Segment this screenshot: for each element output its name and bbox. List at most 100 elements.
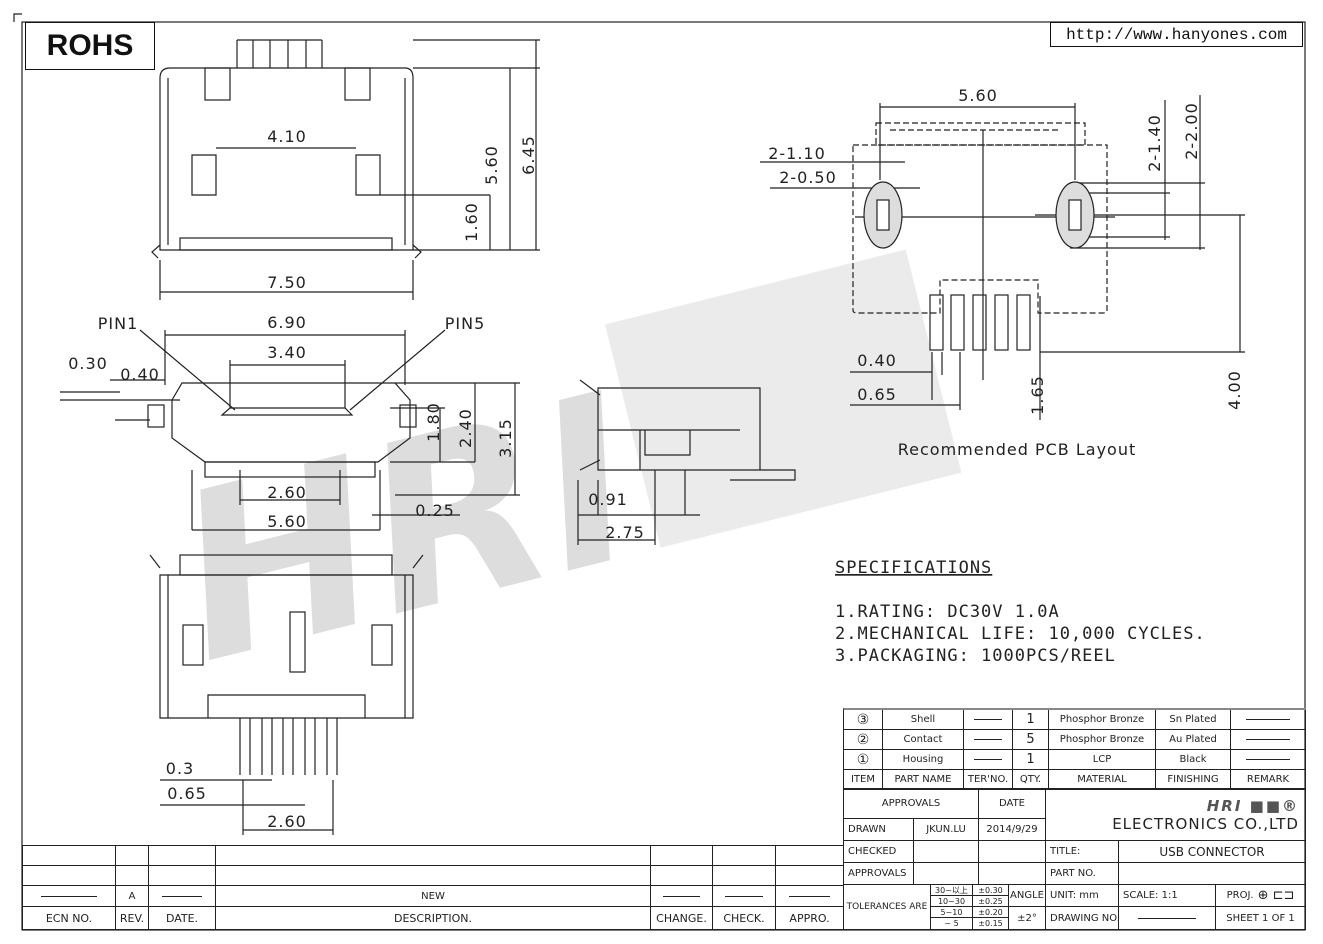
rev-header: CHECK. <box>713 907 776 930</box>
tolerance-value: ±0.20 <box>973 907 1009 918</box>
bom-material: Phosphor Bronze <box>1049 710 1156 730</box>
bom-qty: 1 <box>1013 710 1049 730</box>
date-header: DATE <box>979 789 1046 819</box>
watermark: HRI <box>153 249 962 715</box>
title-label: TITLE: <box>1046 841 1119 863</box>
approvals-label: APPROVALS <box>844 863 914 885</box>
dim-label: 2.60 <box>267 812 307 831</box>
bom-header: PART NAME <box>883 770 964 790</box>
bom-header: ITEM <box>844 770 883 790</box>
bom-part-name: Contact <box>883 730 964 750</box>
bom-header: TER'NO. <box>964 770 1013 790</box>
dim-label: 0.65 <box>167 784 207 803</box>
empty-cell <box>651 866 713 886</box>
top-view <box>151 39 540 300</box>
bom-remark <box>1231 710 1306 730</box>
dim-label: 0.25 <box>415 501 455 520</box>
dim-label: 2-1.10 <box>768 144 826 163</box>
pcb-layout <box>760 95 1245 420</box>
approvals-header: APPROVALS <box>844 789 979 819</box>
empty-cell <box>216 866 651 886</box>
pin1-label: PIN1 <box>98 314 139 333</box>
projection-symbol-icon: ⊕ ⊏⊐ <box>1257 888 1295 903</box>
tolerance-range: ~ 5 <box>931 918 973 930</box>
dim-label: 2-0.50 <box>779 168 837 187</box>
bom-header: FINISHING <box>1156 770 1231 790</box>
part-no-value <box>1119 863 1306 885</box>
tolerance-range: 5~10 <box>931 907 973 918</box>
checked-date <box>979 841 1046 863</box>
bom-item: ① <box>844 750 883 770</box>
approved-date <box>979 863 1046 885</box>
bom-ter-no <box>964 750 1013 770</box>
drawing-frame <box>13 13 1306 931</box>
bom-ter-no <box>964 730 1013 750</box>
part-no-label: PART NO. <box>1046 863 1119 885</box>
dim-label: 3.40 <box>267 343 307 362</box>
rev-header: DATE. <box>149 907 216 930</box>
drawing-no-label: DRAWING NO. <box>1046 907 1119 930</box>
bom-finishing: Sn Plated <box>1156 710 1231 730</box>
website-url: http://www.hanyones.com <box>1050 22 1303 47</box>
rev-date <box>149 886 216 907</box>
rev-header: APPRO. <box>776 907 844 930</box>
dim-label: 2.60 <box>267 483 307 502</box>
drawn-by: JKUN.LU <box>914 819 979 841</box>
specifications-title: SPECIFICATIONS <box>835 558 992 578</box>
empty-cell <box>149 846 216 866</box>
empty-cell <box>116 846 149 866</box>
bom-item: ② <box>844 730 883 750</box>
bom-finishing: Black <box>1156 750 1231 770</box>
bom-item: ③ <box>844 710 883 730</box>
side-view <box>577 379 796 545</box>
spec-item: 3.PACKAGING: 1000PCS/REEL <box>835 646 1116 666</box>
empty-cell <box>116 866 149 886</box>
dim-label: 0.3 <box>166 759 194 778</box>
projection: PROJ. ⊕ ⊏⊐ <box>1216 885 1306 907</box>
company-block: HRI ■■® ELECTRONICS CO.,LTD <box>1046 789 1306 841</box>
spec-item: 2.MECHANICAL LIFE: 10,000 CYCLES. <box>835 624 1206 644</box>
empty-cell <box>713 866 776 886</box>
revision-table: A NEW ECN NO. REV. DATE. DESCRIPTION. CH… <box>22 845 844 930</box>
bom-material: LCP <box>1049 750 1156 770</box>
rev: A <box>116 886 149 907</box>
tolerance-value: ±0.30 <box>973 885 1009 896</box>
tolerance-value: ±0.15 <box>973 918 1009 930</box>
bom-part-name: Housing <box>883 750 964 770</box>
angle-label: ANGLE <box>1009 885 1046 907</box>
dim-label: 5.60 <box>267 512 307 531</box>
empty-cell <box>216 846 651 866</box>
pin5-label: PIN5 <box>445 314 486 333</box>
rohs-badge: ROHS <box>25 22 155 70</box>
dim-label: 2-2.00 <box>1182 102 1201 160</box>
empty-cell <box>23 866 116 886</box>
checked-label: CHECKED <box>844 841 914 863</box>
tolerances-label: TOLERANCES ARE <box>844 885 931 930</box>
bom-header: QTY. <box>1013 770 1049 790</box>
empty-cell <box>23 846 116 866</box>
bom-table: ③ Shell 1 Phosphor Bronze Sn Plated ② Co… <box>843 708 1306 790</box>
dim-label: 2.75 <box>605 523 645 542</box>
bom-header: MATERIAL <box>1049 770 1156 790</box>
rev-appro <box>776 886 844 907</box>
front-view <box>60 329 520 531</box>
bottom-view <box>149 554 424 835</box>
dim-label: 4.10 <box>267 127 307 146</box>
bom-header: REMARK <box>1231 770 1306 790</box>
angle-value: ±2° <box>1009 907 1046 930</box>
dim-label: 7.50 <box>267 273 307 292</box>
checked-by <box>914 841 979 863</box>
dim-label: 0.91 <box>588 490 628 509</box>
drawn-date: 2014/9/29 <box>979 819 1046 841</box>
rev-description: NEW <box>216 886 651 907</box>
rev-header: REV. <box>116 907 149 930</box>
dim-label: 1.80 <box>424 402 443 442</box>
tolerance-range: 30~以上 <box>931 885 973 896</box>
bom-ter-no <box>964 710 1013 730</box>
rev-header: DESCRIPTION. <box>216 907 651 930</box>
empty-cell <box>149 866 216 886</box>
rev-header: ECN NO. <box>23 907 116 930</box>
empty-cell <box>776 846 844 866</box>
dim-label: 2-1.40 <box>1145 114 1164 172</box>
